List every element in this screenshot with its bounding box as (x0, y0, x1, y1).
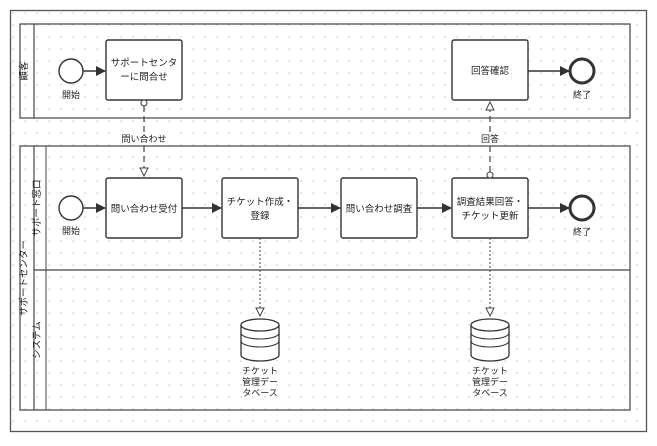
message-inquiry-label: 問い合わせ (121, 133, 166, 145)
datastore-1-line3: タベース (242, 388, 278, 399)
task-confirm-answer-line1: 回答確認 (471, 65, 510, 77)
task-investigate[interactable]: 問い合わせ調査 (340, 177, 418, 239)
datastore-2-line2: 管理デー (472, 376, 508, 388)
customer-start-event[interactable]: 開始 (58, 58, 84, 101)
support-start-label: 開始 (62, 225, 80, 237)
datastore-ticket-db-2[interactable]: チケット 管理デー タベース (470, 318, 510, 399)
message-flow-answer: 回答 (476, 102, 504, 179)
task-contact-support-line2: ーに問合せ (120, 71, 168, 83)
datastore-1-line2: 管理デー (242, 376, 278, 388)
diagram-frame (9, 9, 648, 433)
datastore-2-line1: チケット (472, 366, 508, 377)
datastore-1-line1: チケット (242, 366, 278, 377)
message-answer-label: 回答 (481, 133, 499, 145)
support-end-event[interactable]: 終了 (568, 194, 596, 238)
customer-pool: 顧客 (18, 23, 631, 119)
lane-label-support-desk: サポート窓口 (31, 179, 43, 236)
task-investigate-line1: 問い合わせ調査 (346, 203, 413, 215)
task-answer-update[interactable]: 調査結果回答・ チケット更新 (451, 177, 529, 239)
task-receive-inquiry-line1: 問い合わせ受付 (111, 203, 178, 215)
task-answer-update-line1: 調査結果回答・ (457, 196, 524, 208)
task-create-ticket-line1: チケット作成・ (227, 196, 294, 208)
customer-end-event[interactable]: 終了 (568, 57, 596, 101)
lane-label-system: システム (32, 321, 43, 359)
datastore-ticket-db-1[interactable]: チケット 管理デー タベース (240, 318, 280, 399)
task-confirm-answer[interactable]: 回答確認 (451, 39, 529, 101)
customer-pool-label: 顧客 (18, 61, 30, 81)
support-pool: サポートセンター サポート窓口 システム (19, 145, 631, 411)
support-end-label: 終了 (573, 226, 591, 238)
support-pool-label: サポートセンター (19, 240, 30, 316)
task-create-ticket-line2: 登録 (250, 210, 270, 222)
datastore-2-line3: タベース (472, 388, 508, 399)
customer-start-label: 開始 (62, 89, 80, 101)
support-start-event[interactable]: 開始 (58, 195, 84, 237)
customer-end-label: 終了 (573, 89, 591, 101)
task-contact-support[interactable]: サポートセンタ ーに問合せ (105, 39, 183, 101)
message-flow-inquiry: 問い合わせ (117, 99, 171, 176)
task-receive-inquiry[interactable]: 問い合わせ受付 (105, 177, 183, 239)
task-contact-support-line1: サポートセンタ (111, 58, 178, 69)
task-create-ticket[interactable]: チケット作成・ 登録 (221, 177, 299, 239)
task-answer-update-line2: チケット更新 (461, 210, 519, 222)
